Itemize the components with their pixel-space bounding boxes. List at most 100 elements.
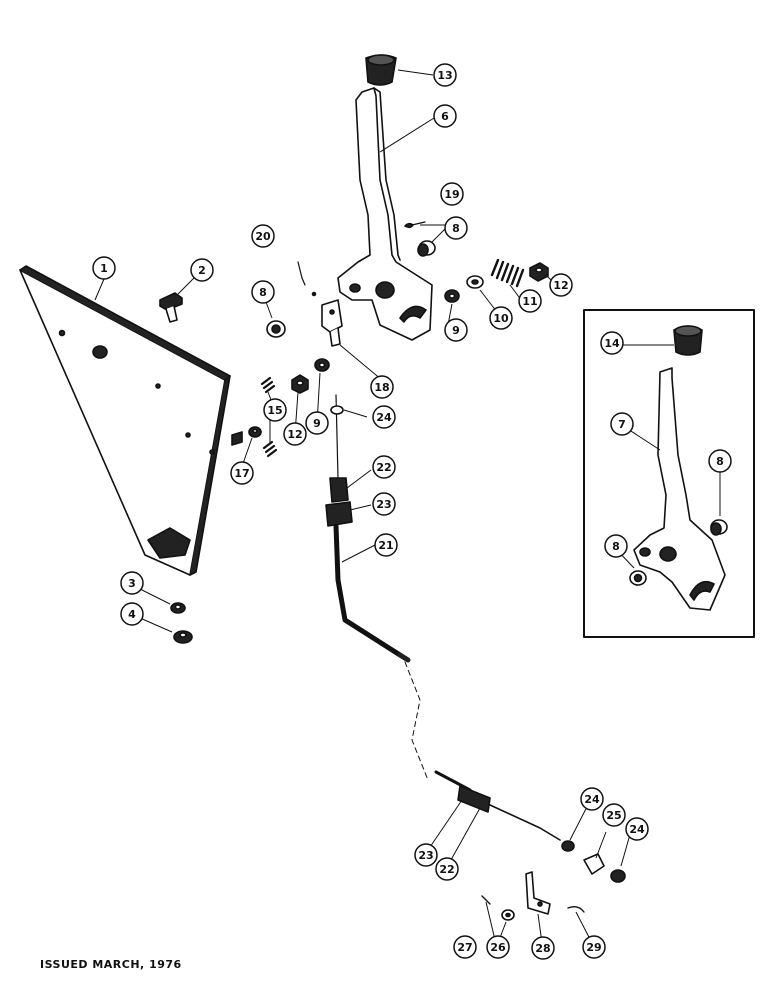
svg-text:24: 24 [629, 823, 645, 836]
svg-text:8: 8 [612, 540, 620, 553]
callout-9: 9 [444, 318, 468, 342]
svg-text:1: 1 [100, 262, 108, 275]
nut [444, 289, 460, 303]
callout-9: 9 [305, 411, 329, 435]
callout-24: 24 [580, 787, 604, 811]
callout-15: 15 [263, 398, 287, 422]
issue-date-footer: ISSUED MARCH, 1976 [40, 958, 182, 971]
svg-text:15: 15 [267, 404, 282, 417]
callout-12: 12 [283, 422, 307, 446]
callout-20: 20 [251, 224, 275, 248]
svg-text:8: 8 [716, 455, 724, 468]
knob [365, 54, 397, 86]
callout-8: 8 [251, 280, 275, 304]
bushing [629, 570, 647, 586]
callout-14: 14 [600, 331, 624, 355]
nut [314, 358, 330, 372]
callout-bubbles: 1 2 3 4 6 7 8 8 8 8 9 9 10 11 12 12 13 1… [92, 63, 732, 960]
washer [501, 909, 515, 921]
svg-text:23: 23 [376, 498, 391, 511]
svg-text:8: 8 [259, 286, 267, 299]
svg-text:22: 22 [439, 863, 454, 876]
alternate-lever-inset [583, 309, 755, 638]
callout-7: 7 [610, 412, 634, 436]
svg-text:20: 20 [255, 230, 271, 243]
callout-10: 10 [489, 306, 513, 330]
bushing [417, 240, 436, 257]
svg-text:24: 24 [584, 793, 600, 806]
svg-text:6: 6 [441, 110, 449, 123]
callout-25: 25 [602, 803, 626, 827]
svg-text:10: 10 [493, 312, 509, 325]
bracket [525, 871, 551, 915]
callout-27: 27 [453, 935, 477, 959]
bushing [266, 320, 286, 338]
svg-text:9: 9 [452, 324, 460, 337]
callout-19: 19 [440, 182, 464, 206]
svg-text:21: 21 [378, 539, 393, 552]
svg-text:9: 9 [313, 417, 321, 430]
callout-22: 22 [435, 857, 459, 881]
callout-29: 29 [582, 935, 606, 959]
nut [610, 869, 626, 883]
callout-13: 13 [433, 63, 457, 87]
clip [567, 905, 585, 913]
callout-11: 11 [518, 289, 542, 313]
svg-text:4: 4 [128, 608, 136, 621]
svg-text:11: 11 [522, 295, 537, 308]
callout-26: 26 [486, 935, 510, 959]
bushing [710, 519, 728, 536]
svg-text:25: 25 [606, 809, 621, 822]
callout-28: 28 [531, 936, 555, 960]
clevis [321, 299, 343, 347]
spring [490, 258, 525, 288]
nut [529, 262, 549, 282]
spring [260, 376, 278, 458]
callout-8: 8 [444, 216, 468, 240]
callout-6: 6 [433, 104, 457, 128]
svg-text:12: 12 [553, 279, 568, 292]
callout-1: 1 [92, 256, 116, 280]
svg-text:18: 18 [374, 381, 389, 394]
svg-text:2: 2 [198, 264, 206, 277]
control-lever [633, 367, 726, 611]
callout-24: 24 [372, 405, 396, 429]
svg-text:13: 13 [437, 69, 452, 82]
svg-text:17: 17 [234, 467, 249, 480]
callout-23: 23 [414, 843, 438, 867]
pin [481, 895, 491, 905]
mounting-plate [19, 265, 243, 576]
knob [673, 325, 703, 356]
callout-3: 3 [120, 571, 144, 595]
bolt [159, 292, 183, 323]
svg-text:27: 27 [457, 941, 472, 954]
washer [466, 275, 484, 289]
svg-text:23: 23 [418, 849, 433, 862]
svg-text:24: 24 [376, 411, 392, 424]
callout-22: 22 [372, 455, 396, 479]
nut [248, 426, 262, 438]
svg-text:7: 7 [618, 418, 626, 431]
svg-text:29: 29 [586, 941, 601, 954]
svg-text:3: 3 [128, 577, 136, 590]
svg-text:22: 22 [376, 461, 391, 474]
svg-text:8: 8 [452, 222, 460, 235]
pin [404, 221, 426, 229]
callout-21: 21 [374, 533, 398, 557]
control-cable [325, 394, 575, 852]
callout-12: 12 [549, 273, 573, 297]
callout-8: 8 [708, 449, 732, 473]
svg-text:14: 14 [604, 337, 620, 350]
nut [170, 602, 186, 614]
cotter-pin [297, 261, 317, 297]
callout-8: 8 [604, 534, 628, 558]
svg-text:28: 28 [535, 942, 550, 955]
callout-18: 18 [370, 375, 394, 399]
callout-2: 2 [190, 258, 214, 282]
nut [291, 374, 309, 394]
svg-text:26: 26 [490, 941, 506, 954]
callout-17: 17 [230, 461, 254, 485]
nut [173, 630, 193, 644]
control-lever [337, 87, 433, 341]
